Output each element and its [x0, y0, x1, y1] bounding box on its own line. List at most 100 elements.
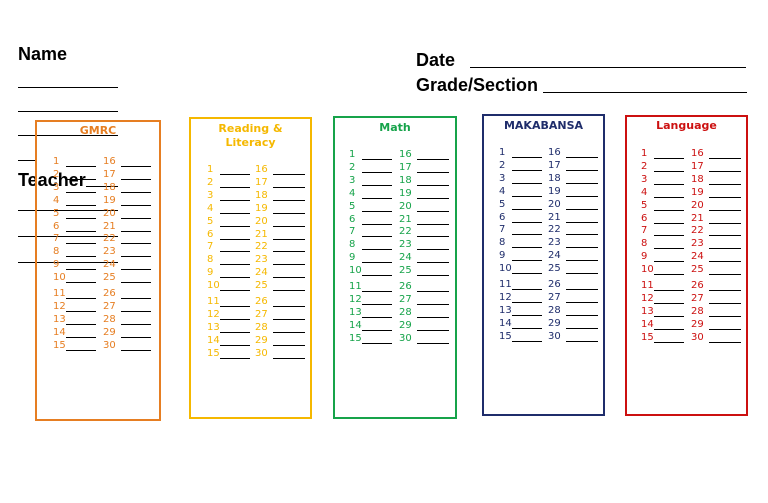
grade-section-blank[interactable]: [543, 92, 747, 93]
answer-blank[interactable]: [66, 178, 96, 180]
answer-blank[interactable]: [66, 336, 96, 338]
name-blank-4[interactable]: [18, 160, 36, 161]
answer-blank[interactable]: [709, 290, 741, 291]
answer-blank[interactable]: [121, 191, 151, 193]
answer-blank[interactable]: [66, 243, 96, 245]
answer-blank[interactable]: [512, 301, 542, 303]
answer-blank[interactable]: [709, 170, 741, 172]
answer-blank[interactable]: [654, 328, 684, 330]
answer-blank[interactable]: [273, 186, 305, 188]
answer-blank[interactable]: [220, 174, 250, 175]
answer-blank[interactable]: [566, 273, 598, 275]
answer-blank[interactable]: [566, 208, 598, 210]
answer-blank[interactable]: [273, 199, 305, 201]
answer-blank[interactable]: [417, 303, 449, 305]
answer-blank[interactable]: [273, 212, 305, 214]
answer-blank[interactable]: [417, 262, 449, 264]
answer-blank[interactable]: [709, 302, 741, 304]
answer-blank[interactable]: [512, 169, 542, 171]
answer-blank[interactable]: [121, 336, 151, 338]
answer-blank[interactable]: [417, 197, 449, 199]
answer-blank[interactable]: [417, 210, 449, 212]
answer-blank[interactable]: [654, 158, 684, 159]
answer-blank[interactable]: [512, 289, 542, 290]
teacher-blank-4[interactable]: [18, 262, 118, 263]
answer-blank[interactable]: [362, 262, 392, 264]
date-blank[interactable]: [470, 67, 746, 68]
answer-blank[interactable]: [121, 204, 151, 206]
answer-blank[interactable]: [220, 290, 250, 292]
answer-blank[interactable]: [512, 195, 542, 197]
answer-blank[interactable]: [66, 256, 96, 258]
answer-blank[interactable]: [654, 315, 684, 317]
answer-blank[interactable]: [566, 314, 598, 316]
answer-blank[interactable]: [512, 340, 542, 342]
answer-blank[interactable]: [566, 221, 598, 223]
answer-blank[interactable]: [273, 277, 305, 279]
answer-blank[interactable]: [273, 251, 305, 253]
answer-blank[interactable]: [417, 316, 449, 318]
answer-blank[interactable]: [512, 314, 542, 316]
answer-blank[interactable]: [566, 289, 598, 290]
answer-blank[interactable]: [512, 208, 542, 210]
answer-blank[interactable]: [362, 223, 392, 225]
answer-blank[interactable]: [220, 225, 250, 227]
answer-blank[interactable]: [566, 195, 598, 197]
answer-blank[interactable]: [362, 184, 392, 186]
answer-blank[interactable]: [512, 273, 542, 275]
answer-blank[interactable]: [709, 261, 741, 263]
answer-blank[interactable]: [121, 243, 151, 245]
answer-blank[interactable]: [566, 260, 598, 262]
answer-blank[interactable]: [654, 248, 684, 250]
answer-blank[interactable]: [273, 318, 305, 320]
answer-blank[interactable]: [417, 171, 449, 173]
answer-blank[interactable]: [654, 261, 684, 263]
answer-blank[interactable]: [273, 344, 305, 346]
answer-blank[interactable]: [654, 196, 684, 198]
answer-blank[interactable]: [220, 264, 250, 266]
answer-blank[interactable]: [362, 303, 392, 305]
answer-blank[interactable]: [709, 341, 741, 343]
answer-blank[interactable]: [66, 282, 96, 284]
answer-blank[interactable]: [220, 199, 250, 201]
answer-blank[interactable]: [709, 248, 741, 250]
answer-blank[interactable]: [220, 212, 250, 214]
name-blank-1[interactable]: [18, 87, 118, 88]
answer-blank[interactable]: [121, 230, 151, 232]
answer-blank[interactable]: [512, 221, 542, 223]
answer-blank[interactable]: [512, 260, 542, 262]
answer-blank[interactable]: [66, 269, 96, 271]
teacher-blank-3[interactable]: [18, 236, 118, 237]
name-blank-2[interactable]: [18, 111, 118, 112]
answer-blank[interactable]: [121, 323, 151, 325]
answer-blank[interactable]: [362, 291, 392, 292]
answer-blank[interactable]: [362, 249, 392, 251]
answer-blank[interactable]: [362, 159, 392, 160]
answer-blank[interactable]: [220, 306, 250, 307]
answer-blank[interactable]: [273, 357, 305, 359]
answer-blank[interactable]: [709, 196, 741, 198]
answer-blank[interactable]: [362, 329, 392, 331]
answer-blank[interactable]: [709, 183, 741, 185]
answer-blank[interactable]: [273, 238, 305, 240]
answer-blank[interactable]: [273, 306, 305, 307]
answer-blank[interactable]: [273, 331, 305, 333]
answer-blank[interactable]: [654, 209, 684, 211]
answer-blank[interactable]: [273, 264, 305, 266]
answer-blank[interactable]: [654, 302, 684, 304]
answer-blank[interactable]: [362, 210, 392, 212]
answer-blank[interactable]: [709, 209, 741, 211]
answer-blank[interactable]: [709, 315, 741, 317]
answer-blank[interactable]: [220, 331, 250, 333]
teacher-blank-1[interactable]: [86, 186, 118, 187]
answer-blank[interactable]: [566, 301, 598, 303]
answer-blank[interactable]: [273, 290, 305, 292]
answer-blank[interactable]: [417, 184, 449, 186]
answer-blank[interactable]: [654, 290, 684, 291]
answer-blank[interactable]: [273, 174, 305, 175]
answer-blank[interactable]: [654, 341, 684, 343]
answer-blank[interactable]: [362, 275, 392, 277]
answer-blank[interactable]: [566, 182, 598, 184]
answer-blank[interactable]: [417, 291, 449, 292]
answer-blank[interactable]: [220, 318, 250, 320]
